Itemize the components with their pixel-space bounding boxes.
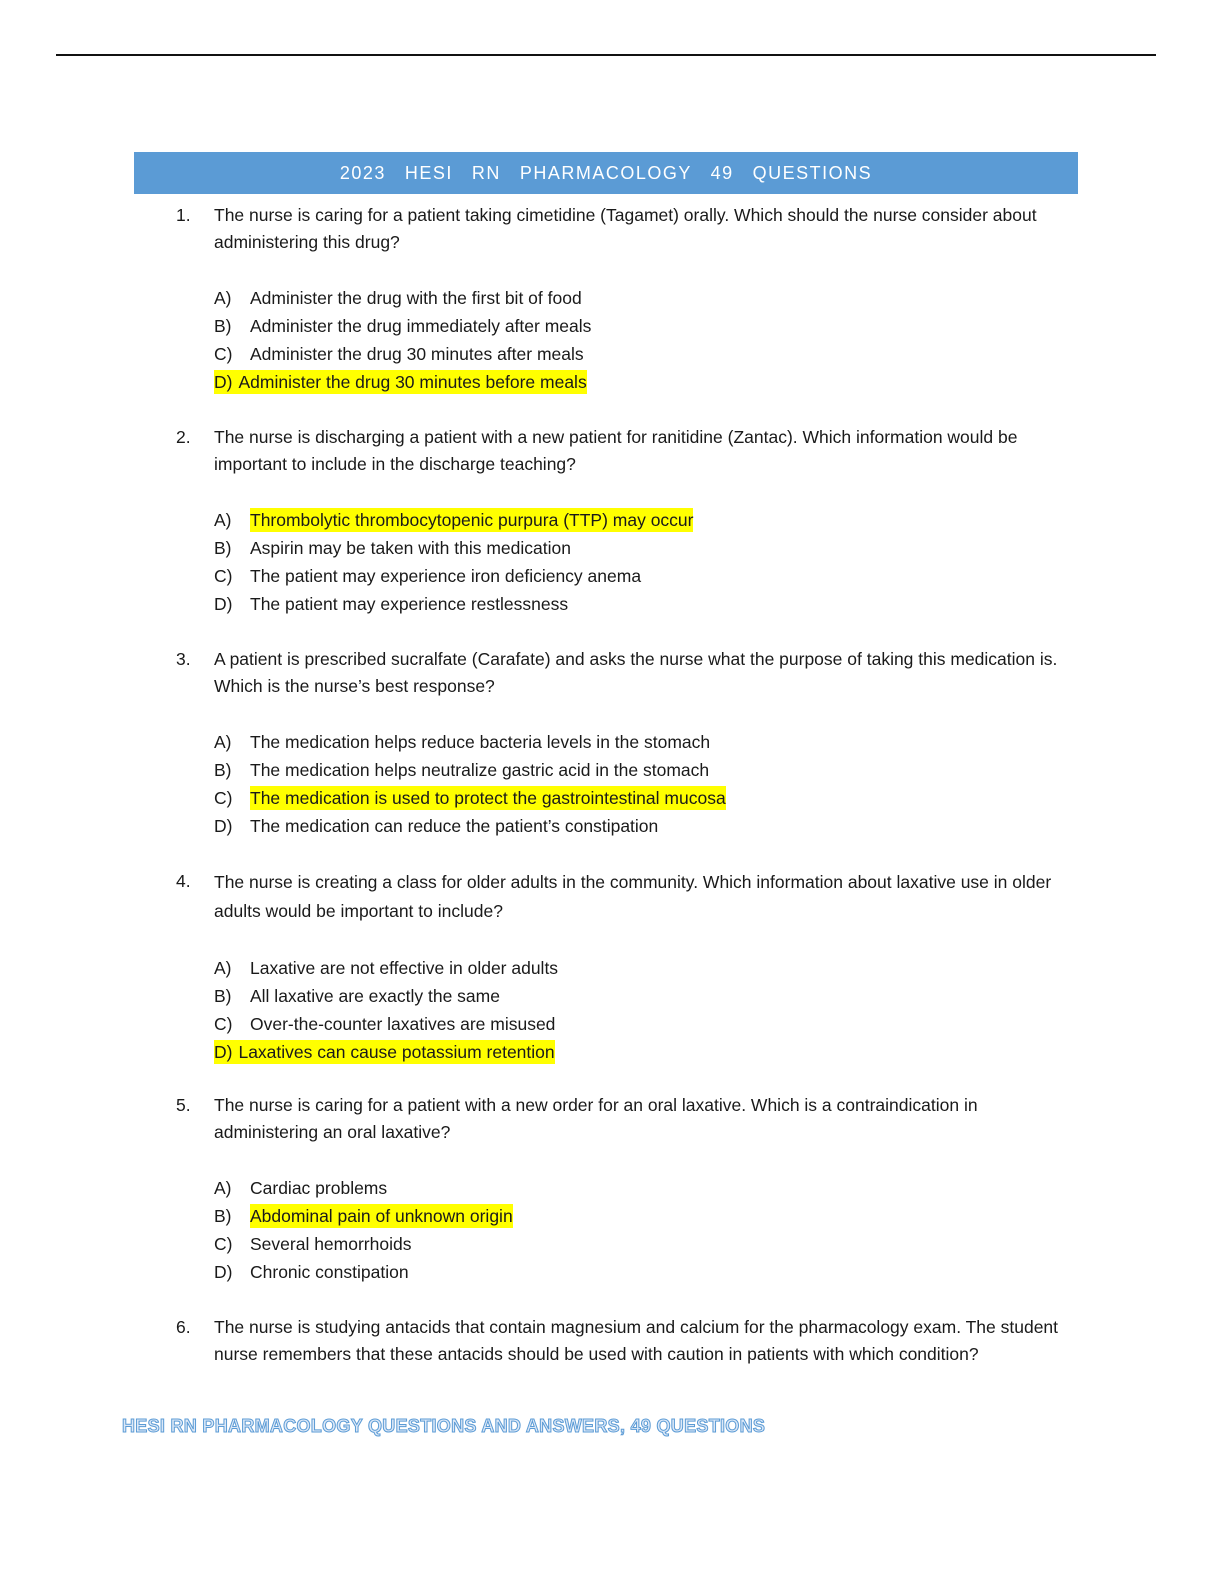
answer-options: A)Laxative are not effective in older ad… bbox=[214, 954, 1076, 1066]
highlighted-answer: Abdominal pain of unknown origin bbox=[250, 1204, 513, 1228]
answer-options: A)Thrombolytic thrombocytopenic purpura … bbox=[214, 506, 1076, 618]
option-d-correct: D)Administer the drug 30 minutes before … bbox=[214, 368, 1076, 396]
highlighted-answer: Thrombolytic thrombocytopenic purpura (T… bbox=[250, 508, 694, 532]
footer-watermark: HESI RN PHARMACOLOGY QUESTIONS AND ANSWE… bbox=[121, 1416, 766, 1437]
highlighted-answer: D)Administer the drug 30 minutes before … bbox=[214, 370, 587, 394]
question-text: The nurse is creating a class for older … bbox=[214, 872, 1052, 921]
question-text: The nurse is caring for a patient taking… bbox=[214, 205, 1037, 252]
option-c: C)The patient may experience iron defici… bbox=[214, 566, 642, 586]
option-a: A)Laxative are not effective in older ad… bbox=[214, 958, 559, 978]
document-title-bar: 2023 HESI RN PHARMACOLOGY 49 QUESTIONS bbox=[134, 152, 1078, 194]
option-b: B)The medication helps neutralize gastri… bbox=[214, 760, 710, 780]
option-a-correct: A)Thrombolytic thrombocytopenic purpura … bbox=[214, 508, 694, 532]
highlighted-answer: D)Laxatives can cause potassium retentio… bbox=[214, 1040, 555, 1064]
question-text: The nurse is discharging a patient with … bbox=[214, 427, 1018, 474]
answer-options: A)Administer the drug with the first bit… bbox=[214, 284, 1076, 396]
option-c: C)Several hemorrhoids bbox=[214, 1234, 412, 1254]
option-d: D)Chronic constipation bbox=[214, 1262, 409, 1282]
question-number: 5. bbox=[176, 1095, 191, 1115]
option-a: A)The medication helps reduce bacteria l… bbox=[214, 732, 711, 752]
option-b: B)Administer the drug immediately after … bbox=[214, 316, 592, 336]
answer-options: A)The medication helps reduce bacteria l… bbox=[214, 728, 1076, 840]
question-6: 6. The nurse is studying antacids that c… bbox=[176, 1314, 1076, 1368]
question-3: 3. A patient is prescribed sucralfate (C… bbox=[176, 646, 1076, 840]
question-number: 4. bbox=[176, 871, 191, 891]
question-2: 2. The nurse is discharging a patient wi… bbox=[176, 424, 1076, 618]
option-b: B)Aspirin may be taken with this medicat… bbox=[214, 538, 571, 558]
option-d: D)The patient may experience restlessnes… bbox=[214, 594, 569, 614]
question-4: 4. The nurse is creating a class for old… bbox=[176, 868, 1076, 1066]
top-rule bbox=[56, 54, 1156, 56]
question-number: 1. bbox=[176, 205, 191, 225]
option-c-correct: C)The medication is used to protect the … bbox=[214, 786, 726, 810]
question-text: The nurse is caring for a patient with a… bbox=[214, 1095, 978, 1142]
option-a: A)Administer the drug with the first bit… bbox=[214, 288, 582, 308]
answer-options: A)Cardiac problems B)Abdominal pain of u… bbox=[214, 1174, 1076, 1286]
option-d-correct: D)Laxatives can cause potassium retentio… bbox=[214, 1038, 1076, 1066]
option-b-correct: B)Abdominal pain of unknown origin bbox=[214, 1204, 513, 1228]
option-b: B)All laxative are exactly the same bbox=[214, 986, 500, 1006]
option-d: D)The medication can reduce the patient’… bbox=[214, 816, 659, 836]
question-number: 6. bbox=[176, 1317, 191, 1337]
question-number: 3. bbox=[176, 649, 191, 669]
question-text: The nurse is studying antacids that cont… bbox=[214, 1317, 1059, 1364]
question-number: 2. bbox=[176, 427, 191, 447]
highlighted-answer: The medication is used to protect the ga… bbox=[250, 786, 726, 810]
option-c: C)Over-the-counter laxatives are misused bbox=[214, 1014, 556, 1034]
option-a: A)Cardiac problems bbox=[214, 1178, 388, 1198]
document-title: 2023 HESI RN PHARMACOLOGY 49 QUESTIONS bbox=[339, 162, 873, 183]
question-text: A patient is prescribed sucralfate (Cara… bbox=[214, 649, 1058, 696]
question-1: 1. The nurse is caring for a patient tak… bbox=[176, 202, 1076, 396]
question-5: 5. The nurse is caring for a patient wit… bbox=[176, 1092, 1076, 1286]
option-c: C)Administer the drug 30 minutes after m… bbox=[214, 344, 584, 364]
